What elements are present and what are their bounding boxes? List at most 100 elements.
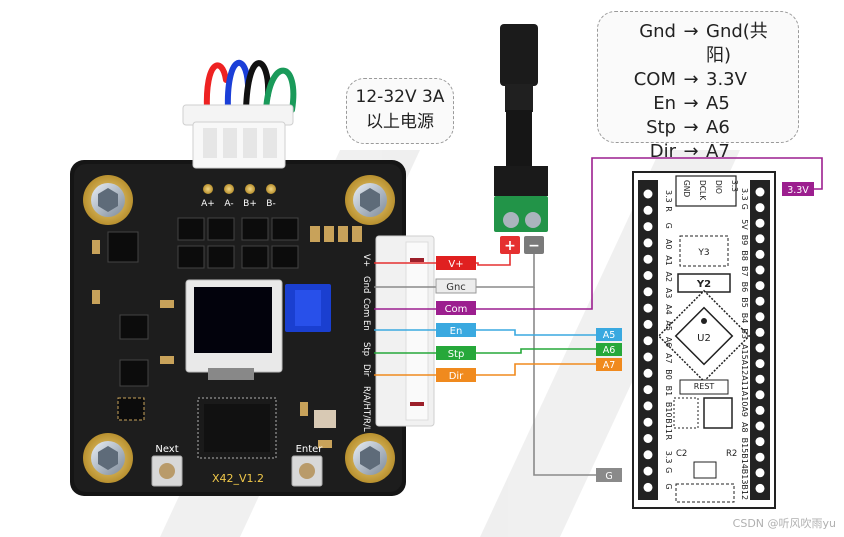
mcu-left-pin-label: A1	[664, 255, 673, 266]
wire-tag-com: Com	[436, 301, 476, 315]
reset-label: REST	[694, 382, 715, 391]
arrow-right-icon: →	[683, 141, 699, 162]
wire-tag-en-text: En	[450, 326, 463, 337]
pin-mapping-note: Gnd → Gnd(共阳) COM → 3.3V En → A5 Stp → A…	[597, 11, 799, 162]
res-r2-label: R2	[726, 449, 737, 459]
header-pin-label: Dir	[361, 364, 371, 377]
screw-top-right	[345, 175, 395, 225]
mcu-right-pad	[754, 186, 766, 198]
mcu-right-pad	[754, 436, 766, 448]
mcu-left-pad	[642, 253, 654, 265]
wire-tag-stp: Stp	[436, 346, 476, 360]
mcu-right-pin-label: B12	[740, 484, 749, 500]
mcu-tag-g: G	[596, 468, 622, 482]
mcu-right-pad	[754, 451, 766, 463]
board-version-label: X42_V1.2	[212, 472, 264, 485]
power-requirement-note: 12-32V 3A 以上电源	[346, 78, 454, 144]
eeprom-chip	[117, 397, 145, 421]
motor-pin-label: A+	[201, 199, 215, 209]
mcu-right-pad	[754, 373, 766, 385]
mcu-left-pin-label: G	[664, 467, 673, 473]
wire-tag-gnc: Gnc	[435, 278, 477, 294]
mcu-right-pin-label: B3	[740, 328, 749, 339]
mcu-left-pad	[642, 188, 654, 200]
mcu-right-pin-label: B13	[740, 469, 749, 485]
jack-plus-badge	[500, 236, 520, 254]
motor-pin-labels: A+ A- B+ B-	[201, 199, 276, 209]
mcu-left-pad	[642, 465, 654, 477]
mcu-right-pin-label: A12	[740, 360, 749, 376]
mcu-right-pad	[754, 326, 766, 338]
motor-pin-label: B-	[266, 199, 275, 209]
header-pin-label: V+	[361, 254, 371, 267]
mcu-right-pin-label: A11	[740, 375, 749, 391]
motor-pin-pads	[203, 184, 276, 194]
mcu-right-pin-label: A8	[740, 422, 749, 433]
screw-bottom-left	[83, 433, 133, 483]
wire-tag-vplus: V+	[436, 256, 476, 270]
mcu-tag-a6-text: A6	[603, 345, 616, 356]
mcu-left-pad	[642, 449, 654, 461]
mapping-row-stp: Stp → A6	[598, 116, 798, 140]
mapping-row-com: COM → 3.3V	[598, 68, 798, 92]
button-next[interactable]	[151, 455, 183, 487]
watermark-text: CSDN @听风吹雨yu	[732, 517, 836, 530]
button-enter[interactable]	[291, 455, 323, 487]
oled-display	[185, 279, 283, 380]
screw-bottom-right	[345, 433, 395, 483]
wire-tag-com-text: Com	[445, 304, 468, 315]
mcu-left-pad	[642, 351, 654, 363]
jack-minus-badge	[524, 236, 544, 254]
mcu-right-pin-label: 5V	[740, 219, 749, 230]
mcu-left-pad	[642, 204, 654, 216]
wire-tag-en: En	[436, 323, 476, 337]
mapping-from: Stp	[646, 117, 676, 138]
mapping-from: Dir	[649, 141, 676, 162]
arrow-right-icon: →	[683, 93, 699, 114]
mapping-from: Gnd	[639, 21, 676, 42]
screw-top-left	[83, 175, 133, 225]
mcu-right-pad	[754, 233, 766, 245]
mcu-left-pin-label: G	[664, 223, 673, 229]
mcu-right-pin-label: B6	[740, 282, 749, 293]
mcu-left-pad	[642, 270, 654, 281]
mcu-right-pad	[754, 248, 766, 260]
mcu-right-pin-label: B4	[740, 313, 749, 324]
mcu-right-pad	[754, 358, 766, 370]
smd-components	[92, 226, 362, 448]
mcu-tag-a6: A6	[596, 343, 622, 356]
wire-tag-dir: Dir	[436, 368, 476, 382]
arrow-right-icon: →	[683, 117, 699, 138]
mcu-right-pad	[754, 202, 766, 214]
mcu-tag-a5: A5	[596, 328, 622, 341]
mcu-left-pad	[642, 481, 654, 493]
mcu-left-pin-label: B11	[664, 418, 673, 434]
wire-tag-dir-text: Dir	[449, 371, 464, 382]
button-enter-label: Enter	[296, 444, 324, 455]
mcu-top-pin-label: DCLK	[698, 180, 707, 201]
header-pin-label: R/A/H	[361, 386, 371, 410]
crystal-oscillator	[314, 410, 336, 428]
arrow-right-icon: →	[683, 69, 699, 90]
arrow-right-icon: →	[683, 21, 699, 42]
mcu-left-pads	[642, 188, 654, 493]
mcu-right-pad	[754, 311, 766, 323]
mcu-right-pin-label: G	[740, 204, 749, 210]
mcu-left-pad	[642, 400, 654, 412]
mapping-to: A7	[706, 141, 730, 162]
wire-gnd	[374, 254, 535, 288]
mcu-right-pad	[754, 264, 766, 276]
crystal-y3-label: Y3	[697, 248, 709, 258]
wire-com	[374, 157, 823, 310]
mcu-right-pin-label: A10	[740, 391, 749, 407]
motor-connector	[182, 104, 294, 169]
mcu-right-pad	[754, 280, 766, 292]
mcu-left-pad	[642, 237, 654, 249]
mcu-chip-label: U2	[697, 333, 711, 344]
mcu-tag-g-text: G	[605, 471, 612, 482]
mcu-left-pin-label: B10	[664, 402, 673, 418]
mapping-to: Gnd(共阳)	[706, 21, 768, 66]
